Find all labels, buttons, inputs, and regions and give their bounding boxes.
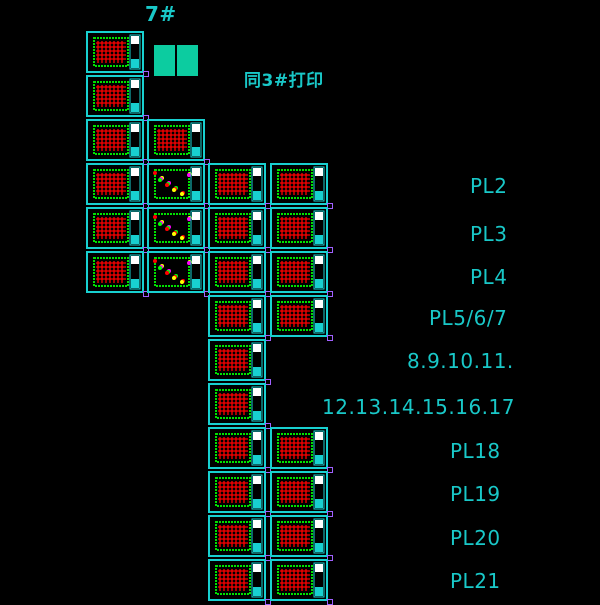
sheet-corner-marker xyxy=(327,555,333,561)
drawing-sheet[interactable] xyxy=(270,207,328,249)
sheet-corner-marker xyxy=(204,159,210,165)
floor-plan-thumbnail xyxy=(277,210,325,246)
drawing-sheet[interactable] xyxy=(270,515,328,557)
sheet-corner-marker xyxy=(265,335,271,341)
drawing-sheet[interactable] xyxy=(270,295,328,337)
sheet-corner-marker xyxy=(265,467,271,473)
drawing-sheet[interactable] xyxy=(208,383,266,425)
drawing-sheet[interactable] xyxy=(270,163,328,205)
legend-panel xyxy=(154,45,175,76)
sheet-corner-marker xyxy=(327,511,333,517)
floor-plan-thumbnail xyxy=(215,562,263,598)
floor-plan-thumbnail xyxy=(277,518,325,554)
print-note: 同3#打印 xyxy=(244,71,324,91)
floor-plan-thumbnail xyxy=(215,386,263,422)
sheet-corner-marker xyxy=(327,335,333,341)
sheet-corner-marker xyxy=(204,291,210,297)
drawing-sheet[interactable] xyxy=(208,163,266,205)
drawing-sheet[interactable] xyxy=(147,163,205,205)
drawing-sheet[interactable] xyxy=(147,207,205,249)
floor-plan-thumbnail xyxy=(93,166,141,202)
drawing-sheet[interactable] xyxy=(270,427,328,469)
sheet-corner-marker xyxy=(143,291,149,297)
floor-plan-thumbnail xyxy=(93,210,141,246)
sheet-corner-marker xyxy=(143,247,149,253)
sheet-corner-marker xyxy=(327,467,333,473)
sheet-corner-marker xyxy=(327,291,333,297)
sheet-corner-marker xyxy=(327,203,333,209)
drawing-sheet[interactable] xyxy=(86,31,144,73)
sheet-corner-marker xyxy=(265,247,271,253)
floor-plan-thumbnail xyxy=(215,210,263,246)
sheet-corner-marker xyxy=(265,203,271,209)
drawing-sheet[interactable] xyxy=(86,75,144,117)
drawing-sheet[interactable] xyxy=(208,427,266,469)
row-label-8-11: 8.9.10.11. xyxy=(407,349,514,373)
row-label-pl21: PL21 xyxy=(450,569,501,593)
drawing-sheet[interactable] xyxy=(208,295,266,337)
drawing-sheet[interactable] xyxy=(208,207,266,249)
row-label-pl5-7: PL5/6/7 xyxy=(429,306,508,330)
drawing-sheet[interactable] xyxy=(270,251,328,293)
floor-plan-thumbnail xyxy=(215,254,263,290)
floor-plan-thumbnail xyxy=(215,342,263,378)
floor-plan-thumbnail xyxy=(93,34,141,70)
sheet-corner-marker xyxy=(265,379,271,385)
floor-plan-thumbnail xyxy=(277,298,325,334)
sheet-corner-marker xyxy=(143,71,149,77)
row-label-pl3: PL3 xyxy=(470,222,508,246)
sheet-corner-marker xyxy=(143,159,149,165)
floor-plan-thumbnail xyxy=(153,210,202,246)
floor-plan-thumbnail xyxy=(277,254,325,290)
drawing-sheet[interactable] xyxy=(86,119,144,161)
drawing-sheet[interactable] xyxy=(208,471,266,513)
sheet-corner-marker xyxy=(265,291,271,297)
floor-plan-thumbnail xyxy=(215,430,263,466)
sheet-corner-marker xyxy=(265,555,271,561)
floor-plan-thumbnail xyxy=(277,430,325,466)
sheet-corner-marker xyxy=(204,203,210,209)
row-label-12-17: 12.13.14.15.16.17 xyxy=(322,395,515,419)
row-label-pl2: PL2 xyxy=(470,174,508,198)
drawing-sheet[interactable] xyxy=(270,471,328,513)
building-label: 7# xyxy=(145,2,177,26)
row-label-pl18: PL18 xyxy=(450,439,501,463)
drawing-sheet[interactable] xyxy=(147,251,205,293)
legend-panel xyxy=(177,45,198,76)
sheet-corner-marker xyxy=(143,203,149,209)
sheet-corner-marker xyxy=(204,247,210,253)
drawing-sheet[interactable] xyxy=(86,163,144,205)
floor-plan-thumbnail xyxy=(277,562,325,598)
floor-plan-thumbnail xyxy=(215,166,263,202)
floor-plan-thumbnail xyxy=(93,78,141,114)
row-label-pl20: PL20 xyxy=(450,526,501,550)
sheet-corner-marker xyxy=(265,423,271,429)
drawing-sheet[interactable] xyxy=(208,339,266,381)
sheet-corner-marker xyxy=(327,247,333,253)
drawing-sheet[interactable] xyxy=(208,559,266,601)
sheet-corner-marker xyxy=(265,511,271,517)
floor-plan-thumbnail xyxy=(153,254,202,290)
floor-plan-thumbnail xyxy=(277,474,325,510)
drawing-sheet[interactable] xyxy=(270,559,328,601)
floor-plan-thumbnail xyxy=(215,474,263,510)
floor-plan-thumbnail xyxy=(215,518,263,554)
sheet-corner-marker xyxy=(143,115,149,121)
row-label-pl19: PL19 xyxy=(450,482,501,506)
floor-plan-thumbnail xyxy=(215,298,263,334)
row-label-pl4: PL4 xyxy=(470,265,508,289)
drawing-sheet[interactable] xyxy=(86,251,144,293)
floor-plan-thumbnail xyxy=(93,254,141,290)
drawing-sheet[interactable] xyxy=(208,515,266,557)
floor-plan-thumbnail xyxy=(93,122,141,158)
floor-plan-thumbnail xyxy=(277,166,325,202)
floor-plan-thumbnail xyxy=(154,122,202,158)
drawing-sheet[interactable] xyxy=(208,251,266,293)
floor-plan-thumbnail xyxy=(153,166,202,202)
drawing-sheet[interactable] xyxy=(86,207,144,249)
drawing-sheet[interactable] xyxy=(147,119,205,161)
